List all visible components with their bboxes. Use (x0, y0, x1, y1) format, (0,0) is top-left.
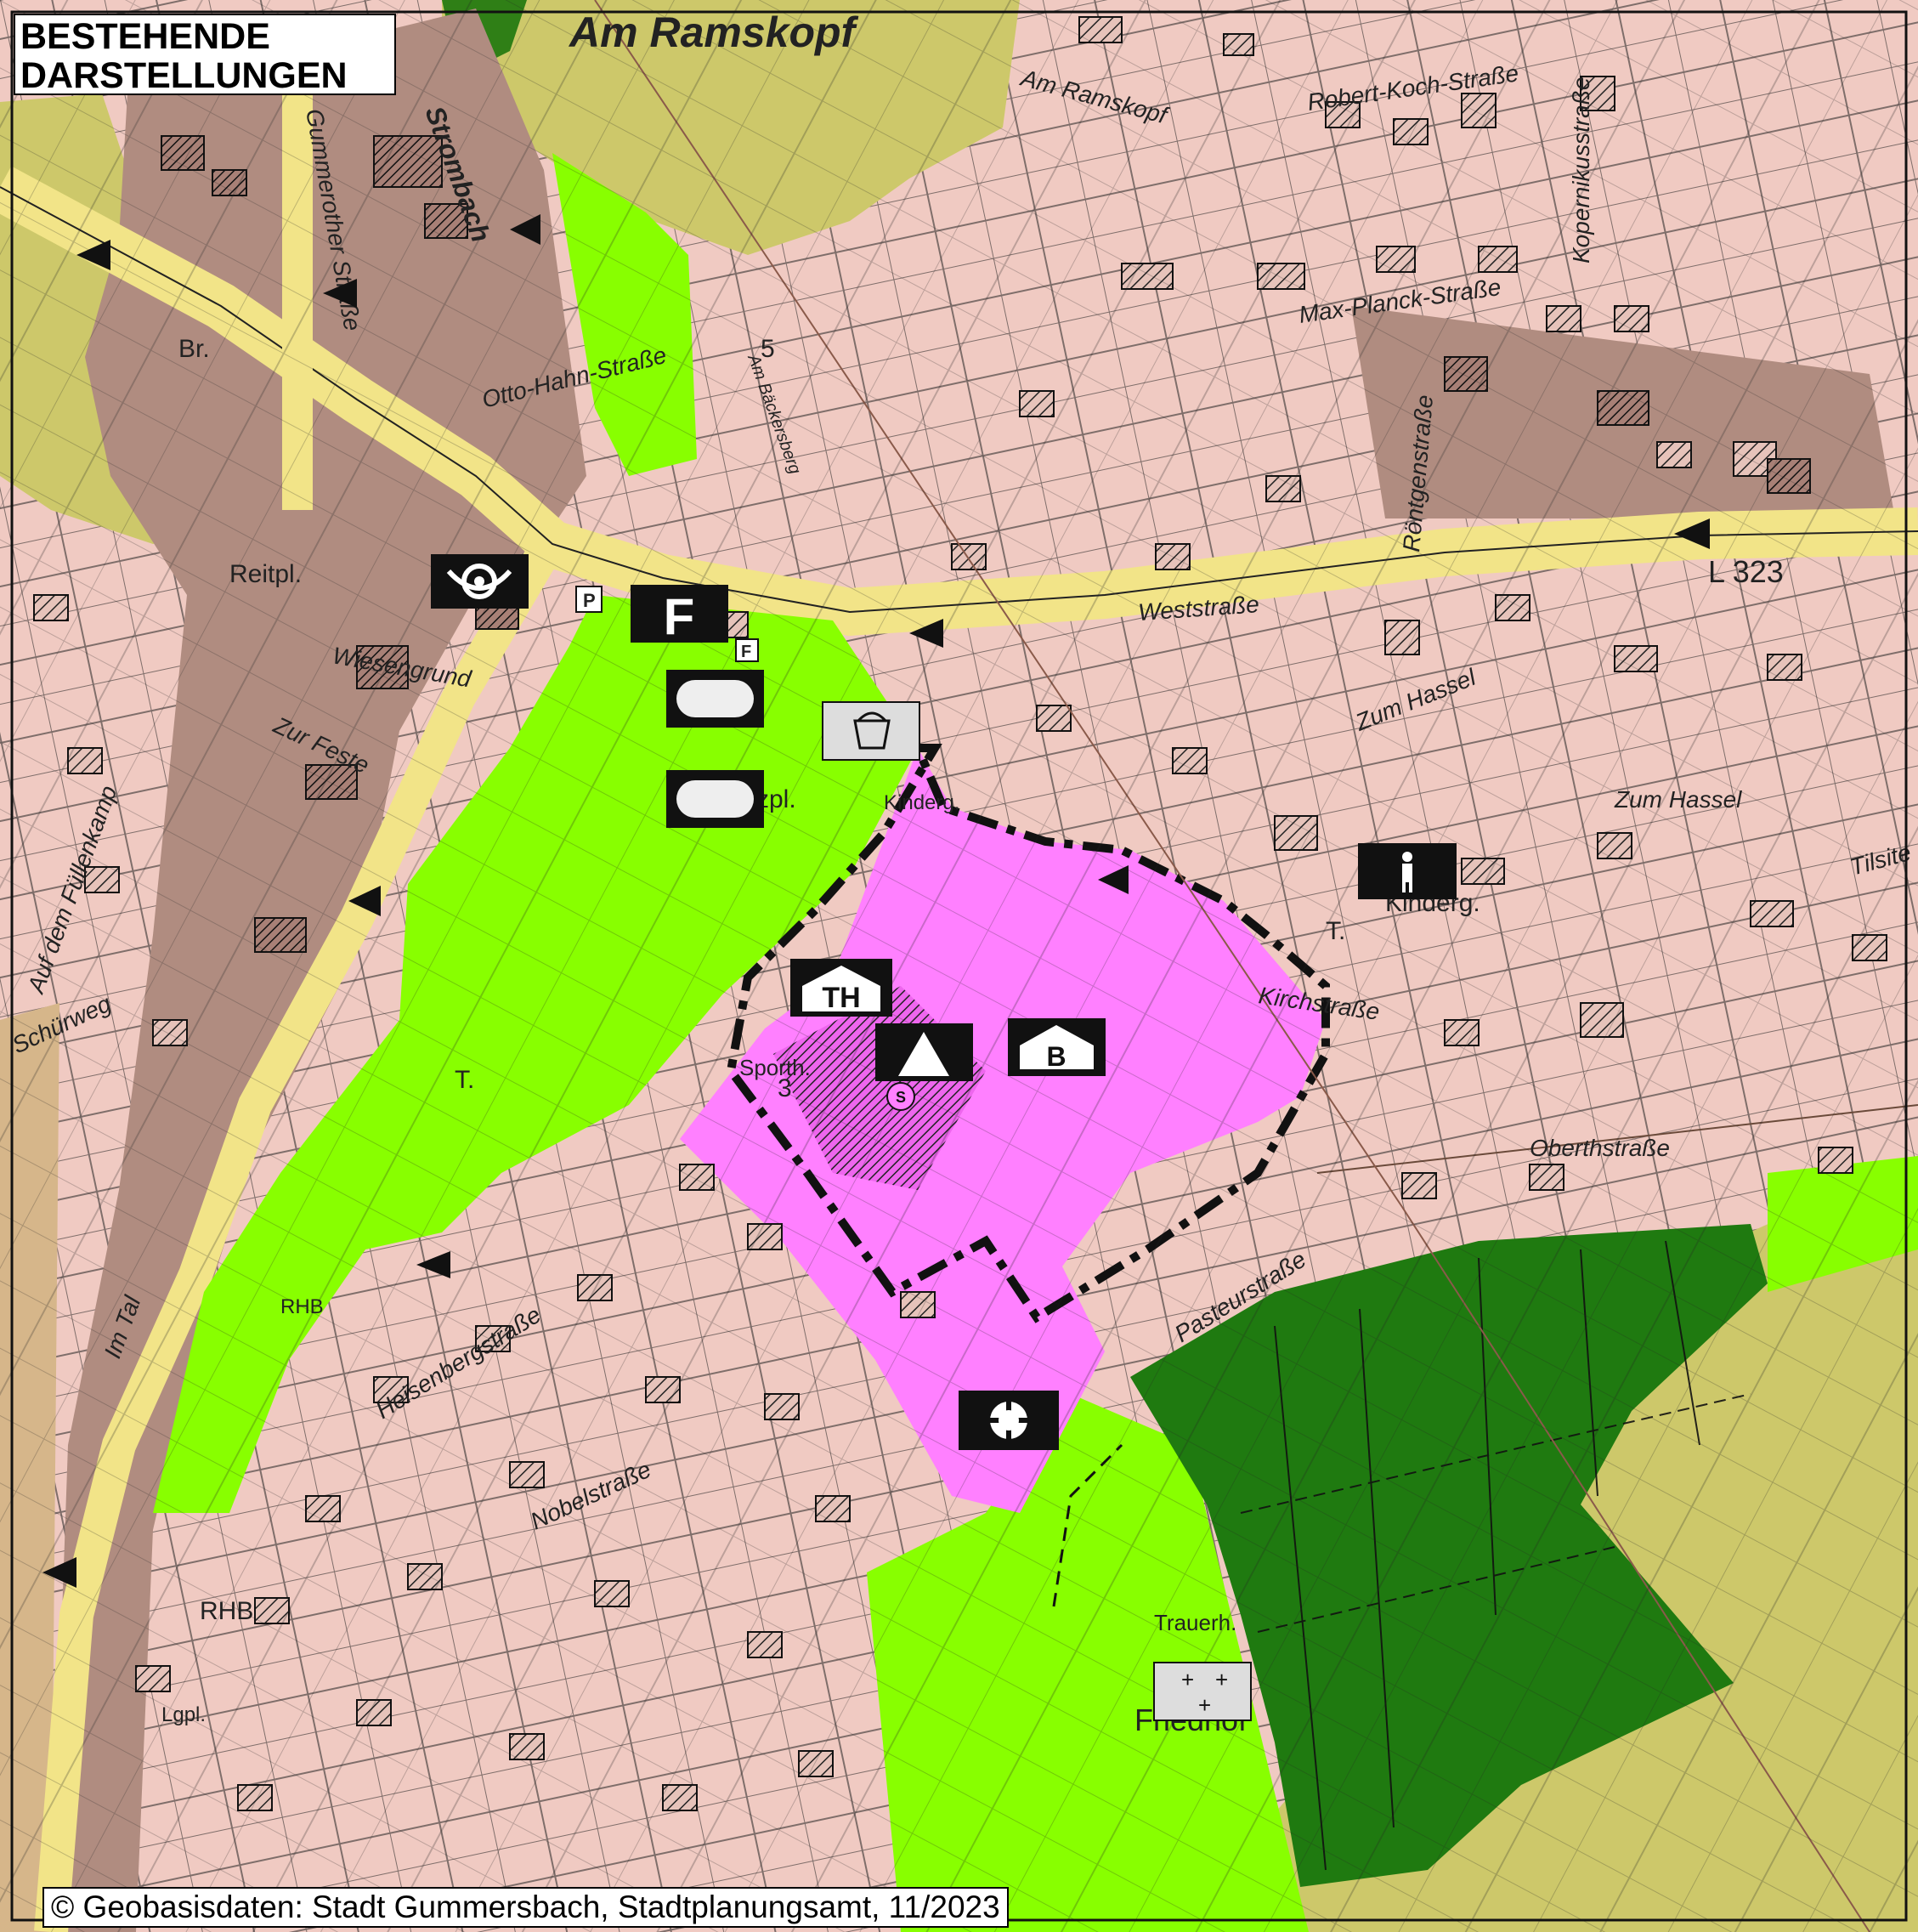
map-title-line2: DARSTELLUNGEN (20, 55, 348, 96)
road-label-l323: L 323 (1708, 554, 1784, 589)
school-symbol-b: B (1008, 1018, 1106, 1076)
gym-letters: TH (822, 982, 860, 1014)
map-title-line1: BESTEHENDE (20, 16, 270, 57)
sewage-treatment-symbol (959, 1391, 1059, 1450)
place-label-sporth: Sporth. (739, 1055, 811, 1080)
place-label-t-2: T. (455, 1066, 474, 1094)
copyright-notice: © Geobasisdaten: Stadt Gummersbach, Stad… (42, 1887, 1009, 1928)
place-label-reitpl: Reitpl. (229, 560, 302, 588)
cemetery-symbol: + + + (1153, 1662, 1252, 1721)
svg-text:+: + (1215, 1667, 1228, 1692)
post-office-symbol (431, 554, 529, 609)
place-label-t-1: T. (1326, 917, 1345, 945)
parking-letter: P (583, 590, 596, 611)
school-letter: B (1046, 1041, 1066, 1072)
place-label-kinderg-1: Kinderg. (884, 791, 959, 814)
place-label-trauerh: Trauerh. (1154, 1610, 1236, 1635)
fire-station-letter: F (664, 588, 695, 645)
street-label-kopernikus: Kopernikusstraße (1568, 77, 1594, 263)
sports-field-symbol-1 (666, 670, 764, 728)
fire-small-letter: F (741, 643, 751, 661)
church-symbol (875, 1023, 973, 1081)
kindergarten-symbol (1358, 843, 1457, 899)
svg-text:+: + (1181, 1667, 1194, 1692)
waste-collection-symbol (822, 701, 920, 761)
place-label-3: 3 (778, 1074, 792, 1102)
fire-station-symbol: F (631, 585, 728, 645)
sports-field-symbol-2 (666, 770, 764, 828)
place-label-5: 5 (761, 335, 775, 363)
place-label-br: Br. (178, 335, 210, 363)
s-badge-letter: S (896, 1089, 906, 1106)
place-label-rhb-2: RHB (200, 1597, 253, 1625)
area-label-am-ramskopf: Am Ramskopf (568, 8, 859, 56)
svg-text:+: + (1198, 1692, 1211, 1718)
place-label-rhb-1: RHB (280, 1295, 324, 1318)
flow-arrows (42, 214, 1710, 1588)
parking-sign (575, 586, 603, 613)
s-badge (886, 1082, 915, 1111)
place-label-lgpl: Lgpl. (161, 1703, 206, 1726)
map-title: BESTEHENDE DARSTELLUNGEN (14, 14, 396, 95)
street-label-oberthstrasse: Oberthstraße (1530, 1135, 1670, 1161)
street-label-zum-hassel-2: Zum Hassel (1614, 786, 1742, 813)
gym-symbol-th: TH (790, 959, 892, 1017)
